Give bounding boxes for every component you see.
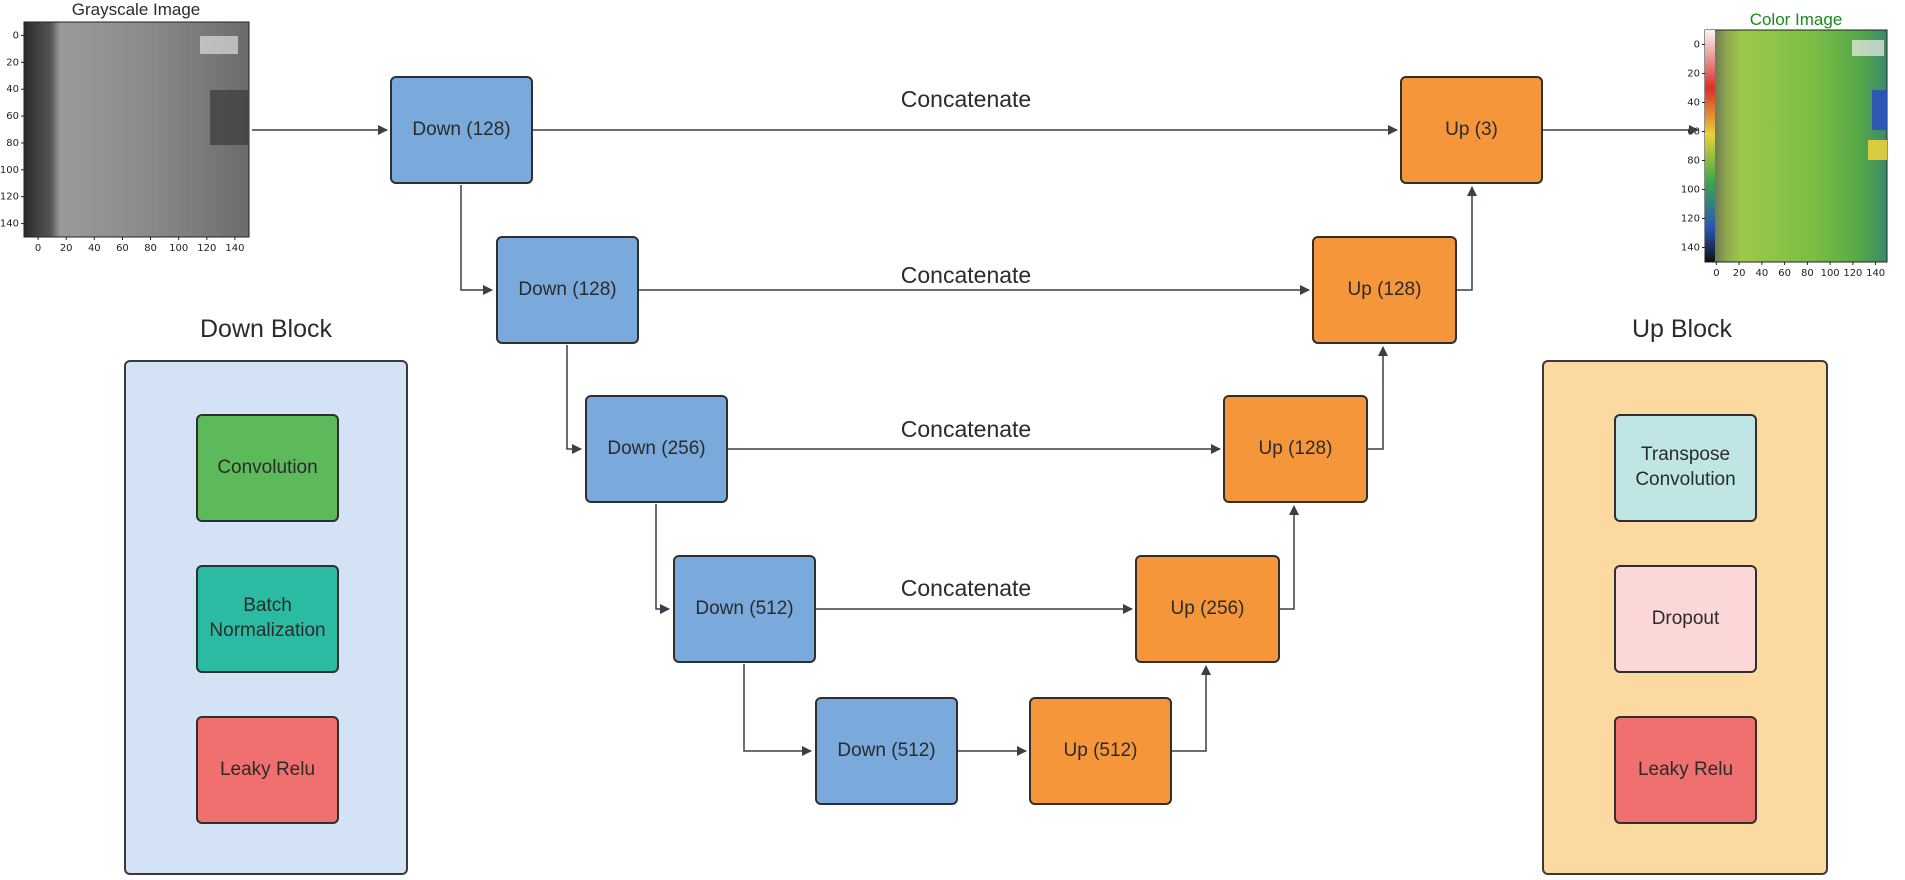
y-tick-label: 20 [6, 57, 19, 68]
grayscale-inset-box [200, 36, 238, 54]
color-image-frame [1704, 29, 1888, 263]
y-tick-label: 20 [1687, 69, 1700, 80]
y-tick-label: 60 [6, 111, 19, 122]
x-tick-label: 80 [144, 243, 157, 254]
x-tick-label: 0 [35, 243, 41, 254]
decoder-node-4-label: Up (128) [1347, 278, 1422, 300]
decoder-node-2: Up (256) [1135, 555, 1280, 663]
decoder-node-3: Up (128) [1223, 395, 1368, 503]
decoder-node-5-label: Up (3) [1445, 118, 1498, 140]
elbow-up256-to-up128a [1280, 505, 1299, 610]
x-tick-label: 100 [169, 243, 188, 254]
x-tick-label: 0 [1713, 268, 1719, 279]
y-tick-label: 100 [0, 165, 19, 176]
down-block-title: Down Block [200, 315, 332, 343]
encoder-node-3: Down (256) [585, 395, 728, 503]
y-tick-label: 140 [0, 219, 19, 230]
up-block-item-transpose-convolution-label: Transpose Convolution [1635, 444, 1736, 490]
decoder-node-5: Up (3) [1400, 76, 1543, 184]
connectors [252, 125, 1699, 756]
color-image-inset-box [1852, 40, 1884, 56]
color-image-colorbar [1705, 30, 1715, 262]
encoder-node-5-label: Down (512) [837, 739, 936, 761]
down-block-item-batch-normalization-label: Batch Normalization [209, 595, 326, 641]
down-block-item-convolution-label: Convolution [217, 456, 318, 478]
up-block-item-transpose-convolution: Transpose Convolution [1614, 414, 1757, 522]
encoder-node-2: Down (128) [496, 236, 639, 344]
y-tick-label: 40 [1687, 98, 1700, 109]
decoder-node-1-label: Up (512) [1063, 739, 1138, 761]
y-tick-label: 40 [6, 84, 19, 95]
y-tick-label: 120 [0, 192, 19, 203]
y-tick-label: 120 [1681, 214, 1700, 225]
elbow-down2-to-down3 [566, 345, 582, 454]
elbow-down4-to-down5 [743, 664, 812, 756]
x-tick-label: 120 [1843, 268, 1862, 279]
x-tick-label: 120 [197, 243, 216, 254]
decoder-node-4: Up (128) [1312, 236, 1457, 344]
concat-label-level4: Concatenate [900, 575, 1032, 601]
x-tick-label: 40 [88, 243, 101, 254]
down-block-item-leaky-relu-label: Leaky Relu [219, 758, 316, 780]
decoder-node-2-label: Up (256) [1170, 597, 1245, 619]
up-block-item-leaky-relu-label: Leaky Relu [1637, 758, 1734, 780]
elbow-up128b-to-up3 [1457, 186, 1477, 291]
concat-label-level2: Concatenate [900, 262, 1032, 288]
encoder-node-3-label: Down (256) [607, 437, 706, 459]
down-block-item-convolution: Convolution [196, 414, 339, 522]
down-block-item-batch-normalization: Batch Normalization [196, 565, 339, 673]
up-block-item-dropout: Dropout [1614, 565, 1757, 673]
x-tick-label: 100 [1821, 268, 1840, 279]
encoder-node-2-label: Down (128) [518, 278, 617, 300]
elbow-up128a-to-up128b [1368, 346, 1388, 450]
encoder-node-1-label: Down (128) [412, 118, 511, 140]
x-tick-label: 80 [1801, 268, 1814, 279]
elbow-up512-to-up256 [1172, 665, 1211, 752]
color-image-title: Color Image [1749, 10, 1843, 29]
color-image-yellow-band [1868, 140, 1887, 160]
down-block-panel: Convolution Batch Normalization Leaky Re… [124, 360, 408, 875]
color-image-blue-spot [1872, 90, 1887, 130]
x-tick-label: 140 [1866, 268, 1885, 279]
up-block-panel: Transpose Convolution Dropout Leaky Relu [1542, 360, 1828, 875]
encoder-node-1: Down (128) [390, 76, 533, 184]
y-tick-label: 80 [1687, 156, 1700, 167]
encoder-node-5: Down (512) [815, 697, 958, 805]
encoder-node-4: Down (512) [673, 555, 816, 663]
grayscale-image: 0 20 40 60 80 100 120 140 0 20 40 60 80 100 120 140 [0, 21, 250, 254]
up-block-title: Up Block [1631, 315, 1733, 343]
y-tick-label: 140 [1681, 243, 1700, 254]
decoder-node-3-label: Up (128) [1258, 437, 1333, 459]
decoder-node-1: Up (512) [1029, 697, 1172, 805]
elbow-down3-to-down4 [655, 504, 670, 614]
y-tick-label: 0 [13, 30, 19, 41]
y-tick-label: 80 [6, 138, 19, 149]
concat-label-level3: Concatenate [900, 416, 1032, 442]
x-tick-label: 40 [1756, 268, 1769, 279]
grayscale-axis-ticks: 0 20 40 60 80 100 120 140 0 20 40 60 80 100 120 140 [0, 30, 244, 254]
elbow-down1-to-down2 [460, 185, 493, 295]
x-tick-label: 60 [1778, 268, 1791, 279]
encoder-node-4-label: Down (512) [695, 597, 794, 619]
x-tick-label: 20 [1733, 268, 1746, 279]
up-block-item-dropout-label: Dropout [1651, 607, 1720, 629]
x-tick-label: 60 [116, 243, 129, 254]
grayscale-image-title: Grayscale Image [71, 0, 201, 19]
down-block-item-leaky-relu: Leaky Relu [196, 716, 339, 824]
up-block-item-leaky-relu: Leaky Relu [1614, 716, 1757, 824]
y-tick-label: 100 [1681, 185, 1700, 196]
x-tick-label: 140 [225, 243, 244, 254]
y-tick-label: 60 [1687, 127, 1700, 138]
concat-label-level1: Concatenate [900, 86, 1032, 112]
y-tick-label: 0 [1694, 40, 1700, 51]
grayscale-dark-band [210, 90, 248, 145]
x-tick-label: 20 [60, 243, 73, 254]
